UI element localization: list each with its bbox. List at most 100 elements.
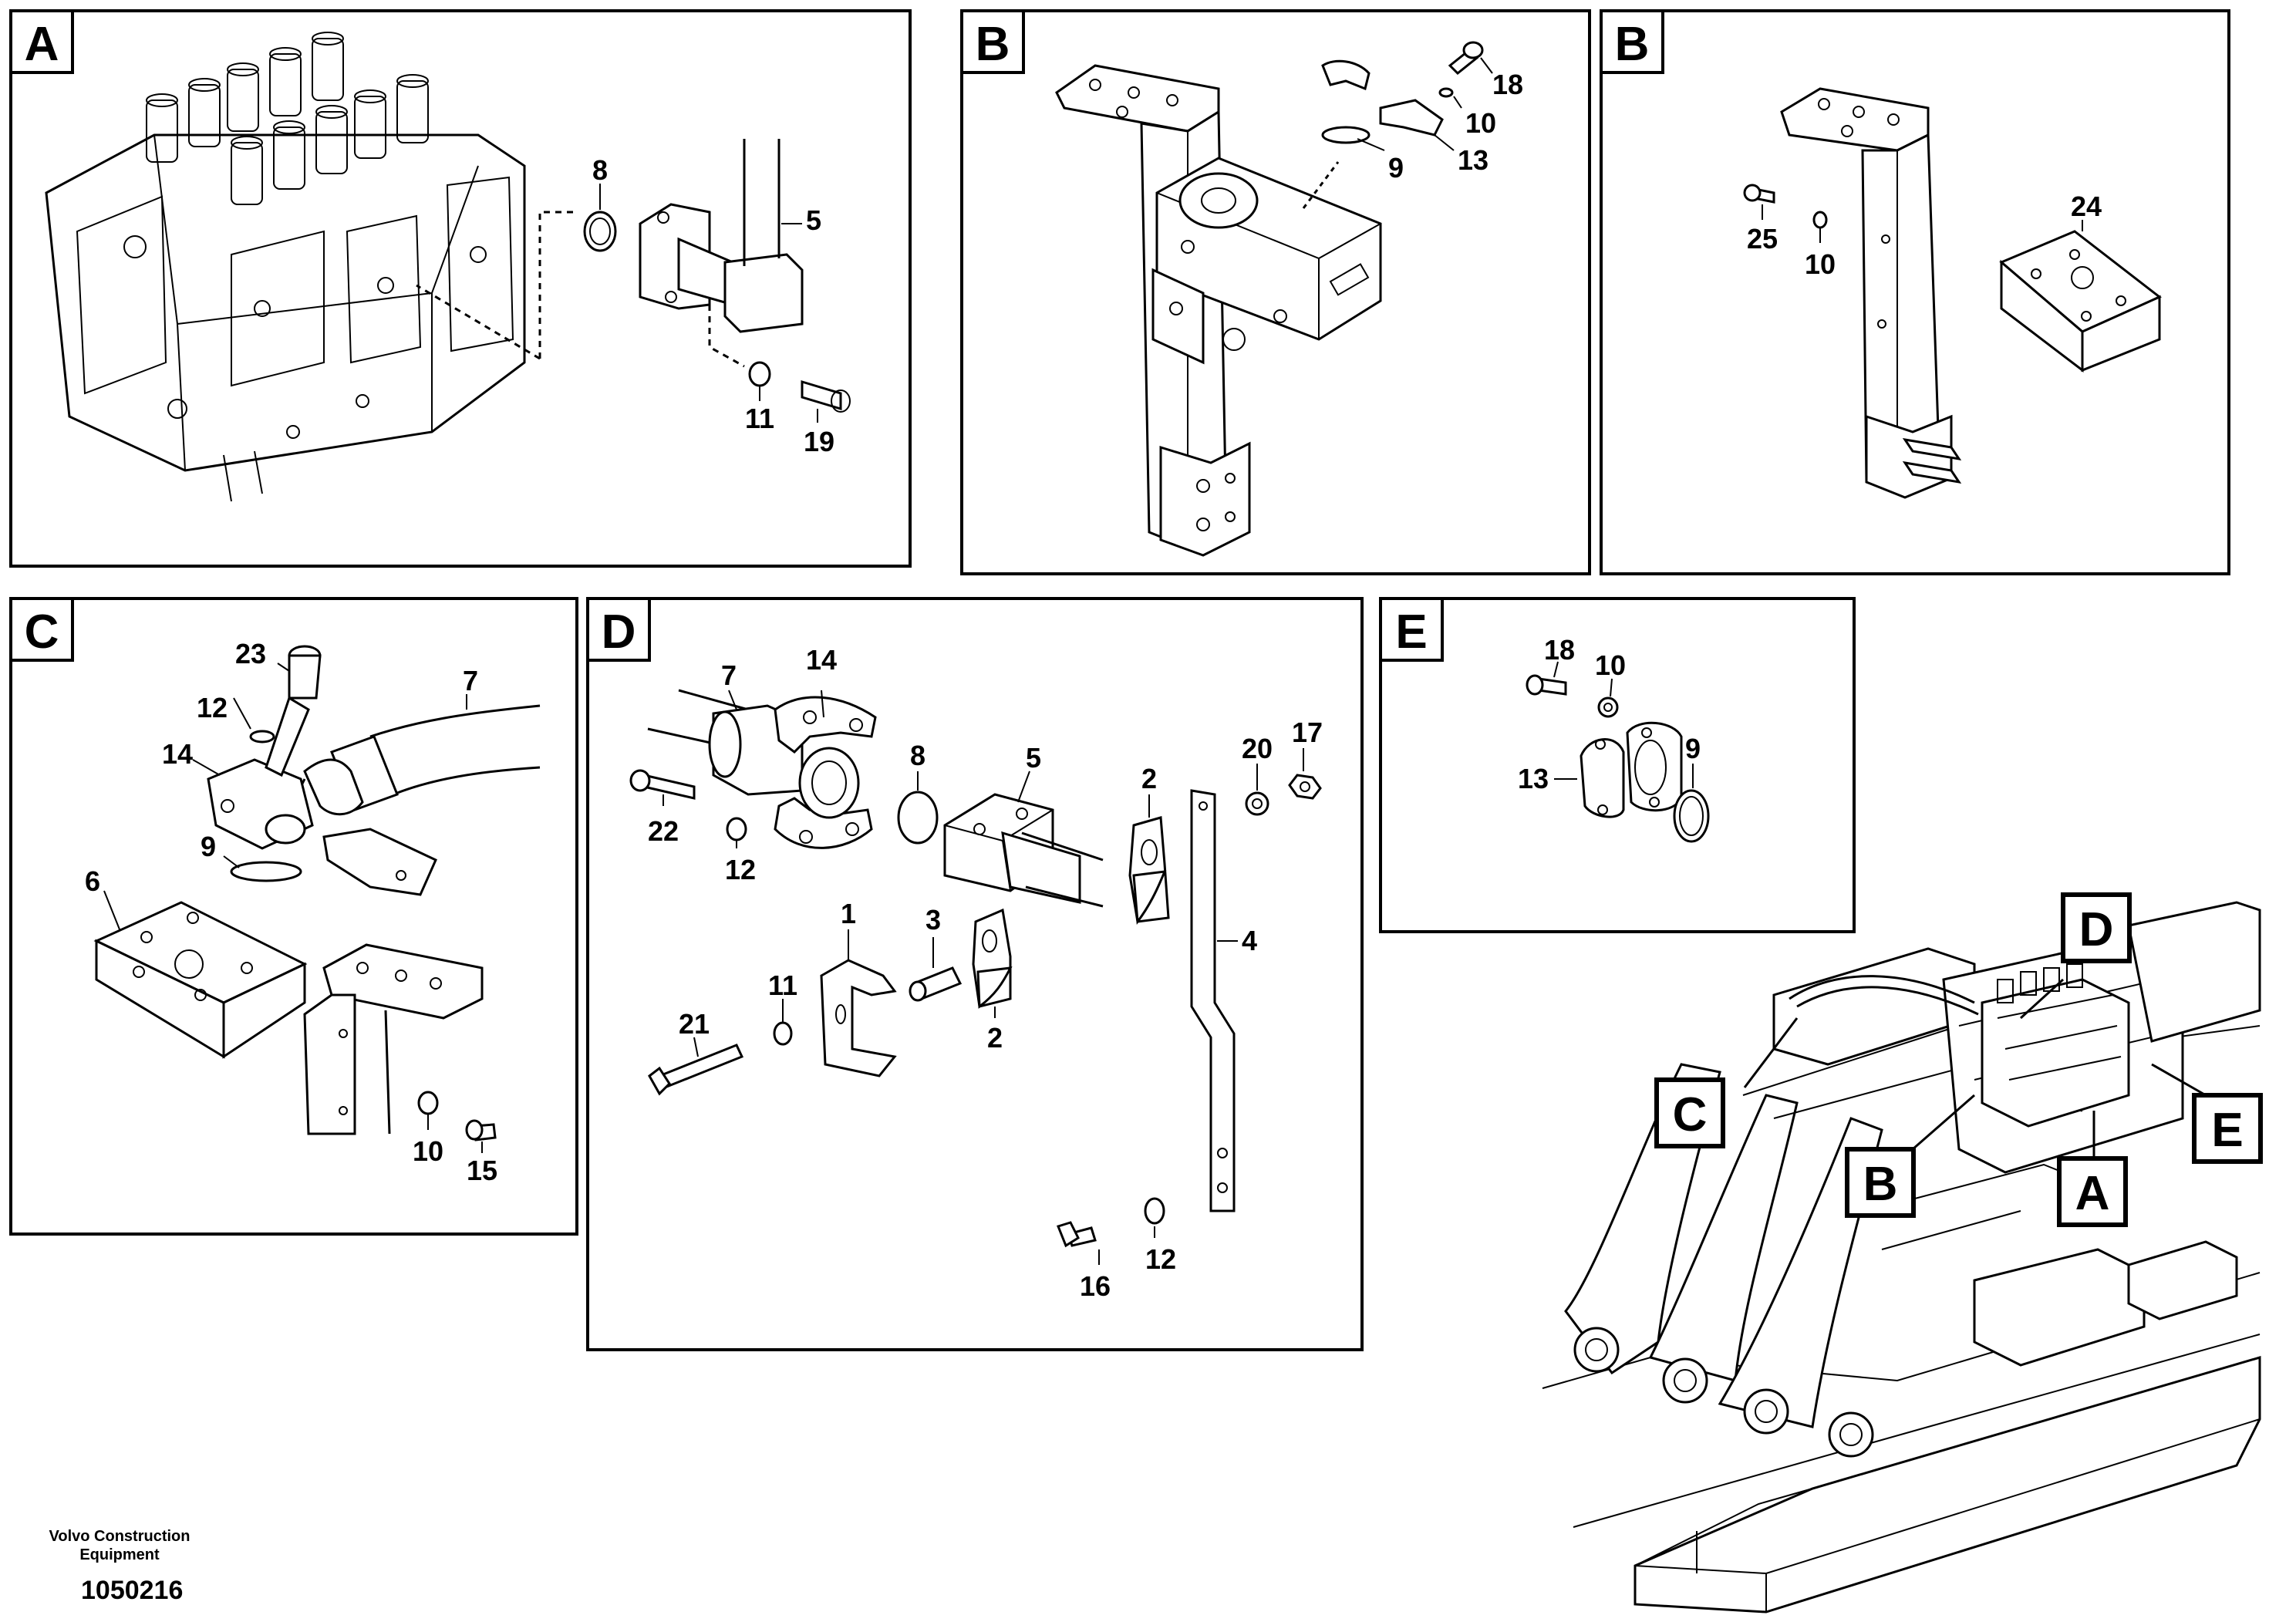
callout-c-9: 9: [201, 831, 216, 862]
overview-tag-a: A: [2075, 1167, 2110, 1220]
callout-b2-25: 25: [1747, 223, 1778, 255]
panel-b-right-frame: [1600, 9, 2230, 575]
panel-b-left-frame: [960, 9, 1591, 575]
callout-a-19: 19: [804, 426, 834, 457]
panel-e: E 18 10 13 9: [1379, 597, 1856, 933]
overview-tag-a-box: [2057, 1156, 2128, 1227]
overview-tag-b-box: [1845, 1147, 1916, 1218]
panel-a: A: [9, 9, 912, 568]
callout-d-12a: 12: [725, 854, 756, 885]
callout-c-10: 10: [413, 1135, 443, 1167]
callout-d-12b: 12: [1145, 1243, 1176, 1275]
panel-d-frame: [586, 597, 1364, 1351]
washer-12-d2: [1144, 1197, 1165, 1225]
callout-d-22: 22: [648, 815, 679, 847]
callout-b2-24: 24: [2071, 191, 2102, 222]
panel-b-right: B 24 25: [1600, 9, 2230, 575]
leader-e: [2151, 1063, 2207, 1097]
overview-tag-b: B: [1863, 1158, 1898, 1211]
washer-10-b2: [1812, 211, 1828, 229]
o-ring-8-d: [897, 791, 939, 845]
hose-7: [369, 704, 541, 738]
panel-c-tag: C: [25, 605, 59, 659]
bracket-drawing: [1780, 87, 1962, 499]
panel-c: C: [9, 597, 578, 1236]
bracket-1: [820, 959, 897, 1077]
footer: Volvo Construction Equipment 1050216: [49, 1528, 190, 1605]
panel-a-frame: [9, 9, 912, 568]
panel-b-left-tag-box: [960, 9, 1025, 74]
leader-b: [1912, 1094, 1975, 1151]
washer-11-d: [773, 1021, 793, 1046]
overview-tag-c: C: [1673, 1088, 1708, 1141]
overview-tag-d-box: [2061, 892, 2132, 963]
bracket-with-block: [1055, 64, 1382, 557]
panel-e-tag-box: [1379, 597, 1444, 662]
bolt-22: [642, 774, 696, 800]
panel-b-right-tag: B: [1615, 18, 1650, 71]
callout-c-15: 15: [467, 1155, 497, 1186]
overview-tag-c-box: [1654, 1077, 1725, 1148]
bolt-23: [265, 696, 310, 777]
flange-pipe-5: [639, 139, 804, 333]
callout-d-20: 20: [1242, 733, 1273, 764]
flange-pipe-5-d: [943, 793, 1104, 908]
callout-e-10: 10: [1595, 649, 1626, 681]
o-ring-9-c: [230, 861, 302, 882]
washer-12-d: [726, 817, 747, 841]
panel-a-tag-box: [9, 9, 74, 74]
washer-11: [748, 361, 771, 387]
leader-d: [2019, 978, 2065, 1020]
clamp-13a: [1321, 59, 1371, 91]
washer-10-c: [417, 1091, 439, 1115]
callout-a-8: 8: [592, 154, 608, 186]
callout-a-5: 5: [806, 204, 821, 236]
callout-a-11: 11: [745, 403, 774, 434]
panel-e-frame: [1379, 597, 1856, 933]
callout-b1-10: 10: [1465, 107, 1496, 139]
callout-d-8: 8: [910, 740, 925, 771]
callout-d-14: 14: [806, 644, 837, 676]
callout-c-12: 12: [197, 692, 228, 723]
panel-d: D: [586, 597, 1364, 1351]
washer-20: [1245, 791, 1269, 816]
brand-line-2: Equipment: [79, 1546, 160, 1563]
callout-e-13: 13: [1518, 763, 1549, 794]
clamp-13b: [1379, 99, 1444, 137]
callout-c-14: 14: [162, 738, 193, 770]
panel-d-tag: D: [602, 605, 636, 659]
washer-10-e: [1597, 696, 1619, 718]
control-valve-drawing: [45, 32, 526, 502]
callout-b1-18: 18: [1492, 69, 1523, 100]
callout-b1-13: 13: [1458, 144, 1489, 176]
overview-tag-e-box: [2192, 1093, 2263, 1164]
machine-overview: D C B A E: [1542, 892, 2263, 1614]
callout-d-16: 16: [1080, 1270, 1111, 1302]
brand-line-1: Volvo Construction: [49, 1528, 190, 1545]
split-flange-14: [774, 696, 877, 754]
callout-c-7: 7: [463, 665, 478, 696]
panel-b-left: B: [960, 9, 1591, 575]
callout-d-2a: 2: [1141, 763, 1157, 794]
callout-d-7: 7: [721, 659, 737, 691]
bracket-c: [303, 943, 484, 1135]
callout-b1-9: 9: [1388, 152, 1404, 184]
panel-e-tag: E: [1395, 605, 1427, 659]
panel-c-frame: [9, 597, 578, 1236]
callout-d-1: 1: [841, 898, 856, 929]
nut-17: [1288, 774, 1322, 800]
panel-b-right-tag-box: [1600, 9, 1664, 74]
panel-b-left-tag: B: [976, 18, 1010, 71]
callout-d-11: 11: [768, 969, 797, 1001]
bolt-21: [657, 1044, 744, 1089]
callout-c-6: 6: [85, 865, 100, 897]
drawing-number: 1050216: [81, 1576, 183, 1605]
callout-d-21: 21: [679, 1008, 710, 1040]
callout-d-17: 17: [1292, 717, 1323, 748]
callout-b2-10: 10: [1805, 248, 1836, 280]
panel-d-tag-box: [586, 597, 651, 662]
callout-e-18: 18: [1544, 634, 1575, 666]
overview-tag-e: E: [2211, 1104, 2243, 1157]
strap-4: [1190, 789, 1236, 1212]
